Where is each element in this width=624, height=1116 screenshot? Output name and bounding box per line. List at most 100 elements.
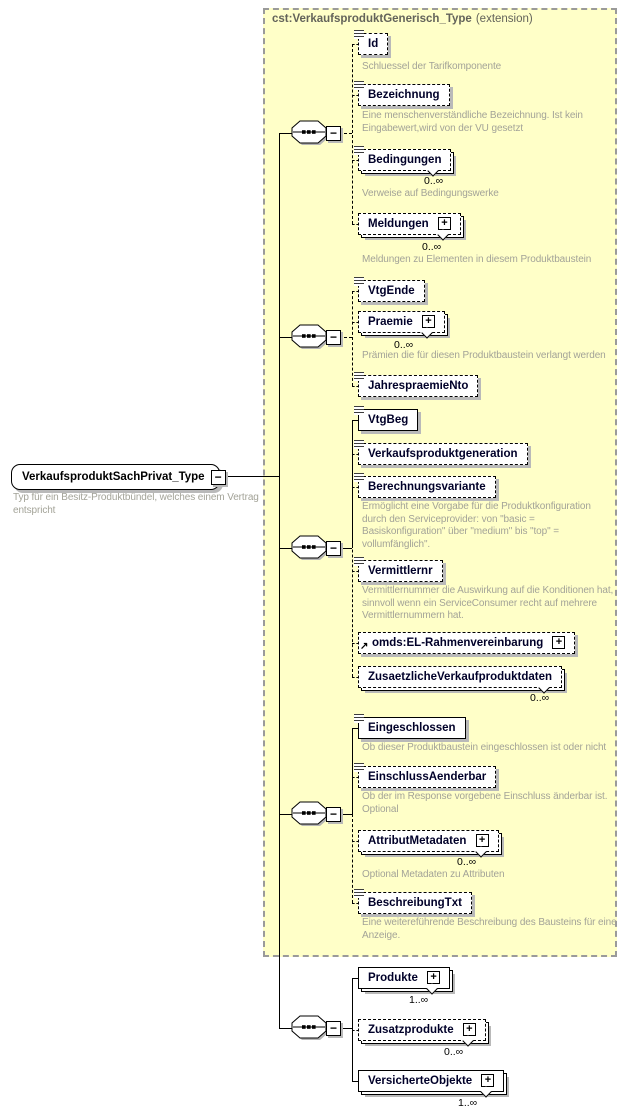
sequence-icon (291, 120, 331, 146)
element-label: omds:EL-Rahmenvereinbarung (372, 637, 544, 649)
simple-content-icon (354, 372, 364, 381)
simple-content-icon (354, 557, 364, 566)
element-verkaufsproduktgeneration[interactable]: Verkaufsproduktgeneration (354, 440, 528, 465)
expand-icon[interactable]: + (437, 217, 451, 230)
element-versicherteobjekte[interactable]: VersicherteObjekte + (358, 1070, 505, 1092)
collapse-toggle[interactable]: − (326, 541, 341, 556)
expand-icon[interactable]: + (421, 315, 435, 328)
collapse-toggle[interactable]: − (326, 126, 341, 141)
simple-content-icon (354, 406, 364, 415)
sequence-icon (291, 1015, 331, 1041)
connector-line (352, 224, 359, 225)
element-label: ZusaetzlicheVerkaufproduktdaten (368, 671, 553, 683)
element-vtgende[interactable]: VtgEnde (354, 277, 425, 302)
simple-content-icon (354, 714, 364, 723)
occurrence-label: 0..∞ (394, 339, 414, 351)
occurrence-label: 0..∞ (422, 241, 442, 253)
connector-line (279, 814, 292, 815)
annotation: Ob dieser Produktbaustein eingeschlossen… (362, 742, 607, 753)
connector-line (279, 337, 292, 338)
element-beschreibungtxt[interactable]: BeschreibungTxt (354, 889, 472, 914)
annotation: Vermittlernummer die Auswirkung auf die … (362, 585, 614, 621)
simple-content-icon (354, 146, 364, 155)
annotation: Meldungen zu Elementen in diesem Produkt… (362, 254, 592, 265)
element-label: Id (368, 38, 379, 50)
element-vermittlernr[interactable]: Vermittlernr (354, 557, 443, 582)
connector-line (352, 487, 359, 488)
connector-line (352, 420, 359, 421)
element-zusaetzlicheverkaufproduktdaten[interactable]: ZusaetzlicheVerkaufproduktdaten (358, 666, 563, 688)
annotation: Verweise auf Bedingungswerke (362, 188, 499, 199)
extension-type-name: cst:VerkaufsproduktGenerisch_Type (272, 13, 472, 25)
element-zusatzprodukte[interactable]: Zusatzprodukte + (358, 1019, 486, 1041)
connector-line (352, 777, 359, 778)
element-label: Bezeichnung (368, 89, 440, 101)
annotation: Eine weitereführende Beschreibung des Ba… (362, 917, 617, 941)
connector-line (352, 571, 359, 572)
annotation: Optional Metadaten zu Attributen (362, 869, 505, 880)
element-jahrespraemiento[interactable]: JahrespraemieNto (354, 372, 479, 397)
element-label: Produkte (368, 972, 418, 984)
sequence-icon (291, 535, 331, 561)
connector-line (352, 291, 353, 386)
connector-line (352, 420, 353, 677)
expand-icon[interactable]: + (462, 1023, 476, 1036)
connector-line (352, 322, 359, 323)
occurrence-label: 0..∞ (530, 692, 550, 704)
collapse-toggle[interactable]: − (326, 1021, 341, 1036)
element-meldungen[interactable]: Meldungen + (358, 213, 461, 235)
connector-line (352, 978, 353, 1081)
extension-header: cst:VerkaufsproduktGenerisch_Type(extens… (272, 13, 533, 25)
connector-line (339, 814, 352, 815)
expand-icon[interactable]: + (481, 1074, 495, 1087)
element-praemie[interactable]: Praemie + (358, 311, 445, 333)
root-type-label: VerkaufsproduktSachPrivat_Type (22, 471, 205, 483)
element-einschlussaenderbar[interactable]: EinschlussAenderbar (354, 763, 497, 788)
occurrence-label: 0..∞ (457, 856, 477, 868)
element-vtgbeg[interactable]: VtgBeg (354, 406, 419, 431)
expand-icon[interactable]: + (552, 636, 566, 649)
annotation: Ob der im Response vorgebene Einschluss … (362, 791, 608, 815)
element-label: Berechnungsvariante (368, 481, 486, 493)
connector-line (279, 133, 292, 134)
connector-line (352, 291, 359, 292)
connector-line (279, 1028, 292, 1029)
element-id[interactable]: Id (354, 30, 389, 55)
element-label: Eingeschlossen (368, 722, 456, 734)
connector-line (352, 1081, 359, 1082)
connector-line (339, 548, 352, 549)
element-bedingungen[interactable]: Bedingungen (354, 146, 452, 171)
collapse-toggle[interactable]: − (326, 330, 341, 345)
element-label: Verkaufsproduktgeneration (368, 448, 518, 460)
element-label: VtgBeg (368, 414, 409, 426)
connector-line (352, 1030, 359, 1031)
element-label: VtgEnde (368, 285, 415, 297)
element-produkte[interactable]: Produkte + (358, 967, 451, 989)
collapse-toggle[interactable]: − (326, 807, 341, 822)
simple-content-icon (354, 30, 364, 39)
connector-line (352, 160, 359, 161)
collapse-toggle[interactable]: − (210, 470, 226, 485)
occurrence-label: 1..∞ (409, 994, 429, 1006)
simple-content-icon (354, 81, 364, 90)
element-berechnungsvariante[interactable]: Berechnungsvariante (354, 473, 496, 498)
occurrence-label: 0..∞ (444, 1046, 464, 1058)
annotation: Ermöglicht eine Vorgabe für die Produktk… (362, 501, 591, 550)
connector-line (203, 476, 279, 477)
sequence-icon (291, 801, 331, 827)
root-type-box[interactable]: VerkaufsproduktSachPrivat_Type − (11, 464, 226, 490)
expand-icon[interactable]: + (427, 971, 441, 984)
connector-line (352, 95, 359, 96)
element-attributmetadaten[interactable]: AttributMetadaten + (358, 830, 499, 852)
extension-kind: (extension) (475, 13, 533, 25)
element-label: EinschlussAenderbar (368, 771, 487, 783)
element-eingeschlossen[interactable]: Eingeschlossen (354, 714, 466, 739)
connector-line (352, 643, 359, 644)
element-omds-el-rahmenvereinbarung[interactable]: ↗ omds:EL-Rahmenvereinbarung + (358, 632, 576, 654)
element-label: VersicherteObjekte (368, 1075, 473, 1087)
element-bezeichnung[interactable]: Bezeichnung (354, 81, 450, 106)
connector-line (352, 386, 359, 387)
connector-line (279, 548, 292, 549)
expand-icon[interactable]: + (475, 834, 489, 847)
simple-content-icon (354, 473, 364, 482)
